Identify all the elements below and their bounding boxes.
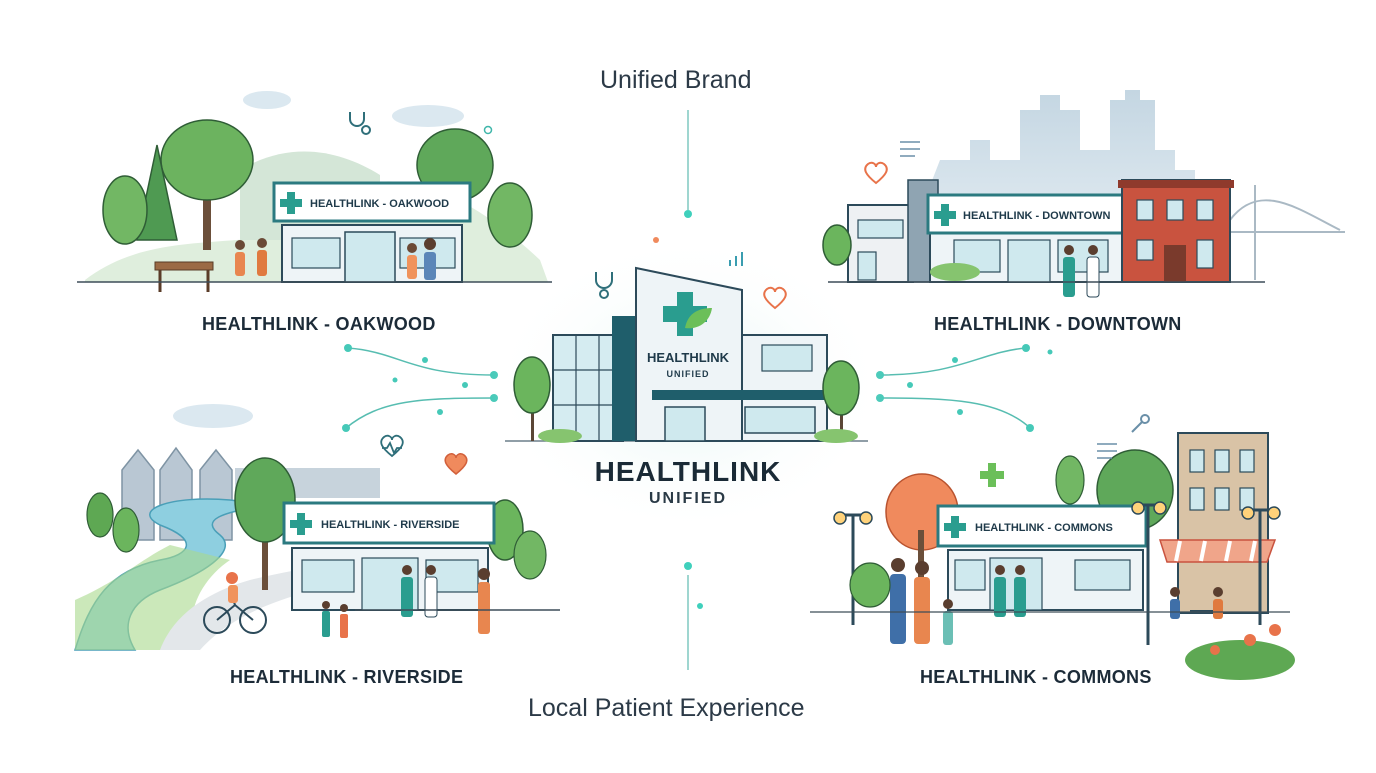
hub-cross-logo-icon — [663, 292, 712, 336]
scene-downtown: HEALTHLINK - DOWNTOWN — [822, 90, 1345, 298]
hub-subtitle: UNIFIED — [649, 490, 727, 507]
connector-lines — [345, 347, 1031, 429]
hub-sign-subtitle: UNIFIED — [667, 369, 710, 379]
scene-riverside: HEALTHLINK - RIVERSIDE — [73, 404, 560, 651]
bottom-label: Local Patient Experience — [528, 694, 805, 722]
bar-chart-icon — [729, 252, 743, 266]
caption-riverside: HEALTHLINK - RIVERSIDE — [230, 667, 464, 687]
caption-downtown: HEALTHLINK - DOWNTOWN — [934, 314, 1182, 334]
riverside-sign-text: HEALTHLINK - RIVERSIDE — [321, 519, 460, 531]
hub-building: HEALTHLINK UNIFIED — [488, 235, 888, 535]
caption-commons: HEALTHLINK - COMMONS — [920, 667, 1152, 687]
commons-sign-text: HEALTHLINK - COMMONS — [975, 522, 1113, 534]
hub-sign-title: HEALTHLINK — [647, 350, 730, 365]
caption-oakwood: HEALTHLINK - OAKWOOD — [202, 314, 436, 334]
heartbeat-icon — [380, 434, 404, 458]
stethoscope-icon — [595, 272, 613, 299]
stethoscope-icon — [349, 112, 371, 135]
oakwood-sign-text: HEALTHLINK - OAKWOOD — [310, 198, 449, 210]
heart-icon — [444, 453, 468, 475]
top-label: Unified Brand — [600, 66, 752, 94]
scene-commons: HEALTHLINK - COMMONS — [810, 414, 1295, 680]
scene-oakwood: HEALTHLINK - OAKWOOD — [77, 91, 552, 292]
hub-title: HEALTHLINK — [594, 456, 782, 487]
downtown-sign-text: HEALTHLINK - DOWNTOWN — [963, 210, 1111, 222]
heart-icon — [864, 161, 888, 185]
stethoscope-icon — [1131, 414, 1150, 433]
heart-icon — [763, 286, 787, 310]
vertical-axis — [684, 110, 703, 670]
plus-icon — [980, 463, 1004, 487]
